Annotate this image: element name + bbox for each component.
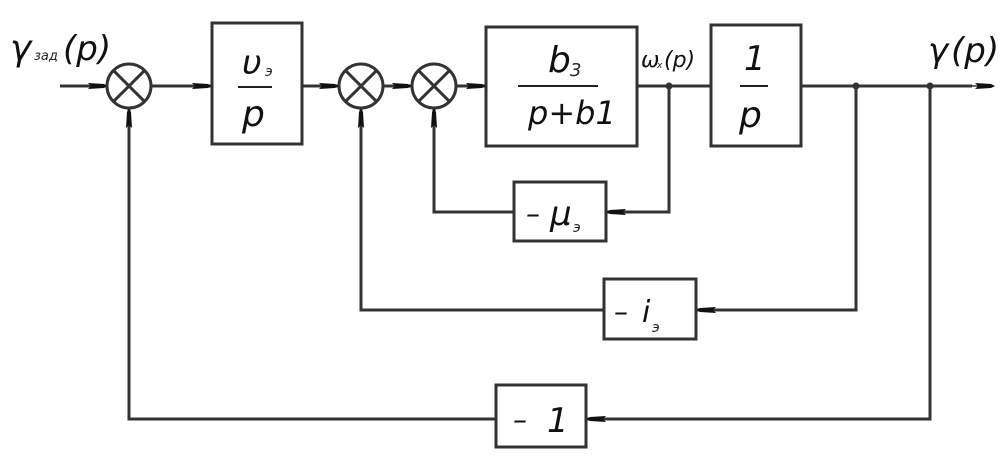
numerator: υ — [242, 43, 262, 83]
arrow-icon — [431, 108, 437, 128]
block-1-over-p: 1 p — [709, 23, 803, 148]
output-symbol: γ — [928, 31, 950, 71]
input-subscript: зад — [34, 49, 58, 64]
feedback-i-line-out — [359, 108, 604, 312]
output-signal-label: γ (p) — [928, 31, 999, 71]
arrow-icon — [192, 83, 212, 89]
denominator: p — [738, 95, 762, 136]
feedback-block-minus-1: – 1 — [494, 383, 588, 449]
denominator: p+b1 — [527, 94, 616, 132]
input-signal-label: γ зад (p) — [10, 28, 111, 69]
feedback-mu-line-out — [432, 108, 514, 214]
summing-junction-2 — [337, 62, 385, 110]
summing-junction-3 — [410, 62, 458, 110]
arrow-icon — [358, 108, 364, 128]
junction-dot-omega — [665, 82, 673, 90]
arrow-icon — [392, 83, 412, 89]
junction-dot-output-2 — [926, 82, 934, 90]
symbol: 1 — [547, 401, 569, 441]
block-b3-over-p-plus-b1: b 3 p+b1 — [484, 25, 639, 148]
feedback-mu-line-in — [606, 86, 671, 214]
junction-dot-output-1 — [852, 82, 860, 90]
input-argument: (p) — [63, 29, 111, 69]
numerator-subscript: 3 — [570, 60, 581, 81]
arrow-icon — [606, 209, 626, 215]
numerator: b — [548, 40, 571, 81]
symbol: i — [642, 295, 651, 330]
subscript: э — [652, 320, 660, 336]
summing-junction-1 — [105, 62, 153, 110]
omega-signal-label: ω x (p) — [641, 48, 695, 73]
feedback-i-line-in — [696, 86, 858, 312]
arrow-icon — [126, 108, 132, 128]
feedback-unity-line-out — [127, 108, 496, 421]
output-argument: (p) — [951, 31, 999, 71]
omega-subscript: x — [656, 61, 663, 71]
feedback-unity-line-in — [586, 86, 932, 421]
sign: – — [526, 197, 540, 230]
arrow-icon — [466, 83, 486, 89]
sign: – — [614, 295, 628, 328]
block-ve-over-p: υ э p — [210, 21, 304, 146]
feedback-block-minus-i: – i э — [602, 277, 698, 341]
arrow-icon — [696, 307, 716, 313]
output-arrow-icon — [975, 83, 995, 89]
symbol: μ — [549, 194, 572, 234]
arrow-icon — [586, 416, 606, 422]
input-symbol: γ — [10, 28, 33, 69]
numerator-subscript: э — [265, 64, 273, 80]
subscript: э — [573, 220, 581, 236]
sign: – — [513, 403, 527, 436]
omega-symbol: ω — [641, 48, 659, 73]
feedback-block-minus-mu: – μ э — [512, 180, 608, 243]
omega-argument: (p) — [664, 48, 695, 73]
arrow-icon — [88, 83, 107, 89]
arrow-icon — [319, 83, 339, 89]
numerator: 1 — [744, 39, 766, 79]
denominator: p — [241, 94, 265, 135]
